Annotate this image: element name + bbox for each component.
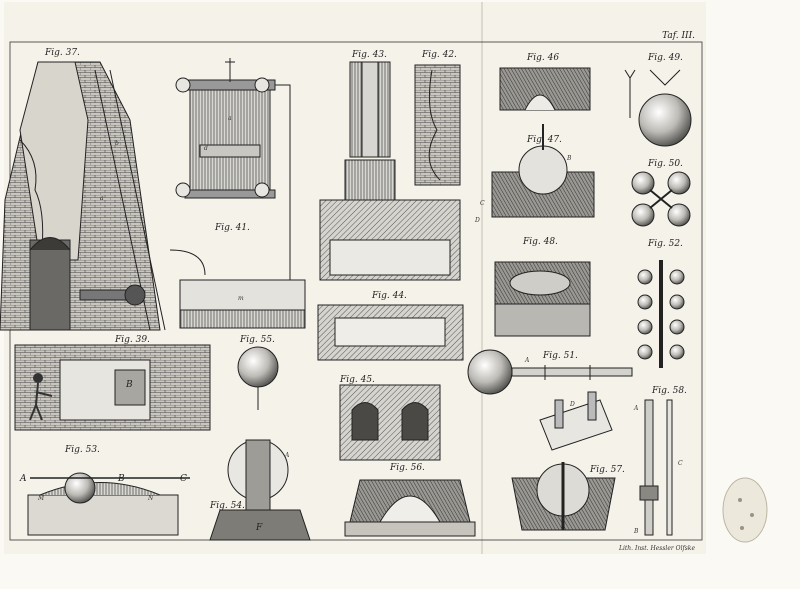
fig-43-label: Fig. 43. <box>351 50 387 60</box>
fig-42-vessel: Fig. 42. <box>414 50 461 186</box>
fig-56-mould: Fig. 56. <box>344 463 476 537</box>
plate-title: Taf. III. <box>662 31 695 41</box>
fig-45-label: Fig. 45. <box>339 375 375 385</box>
fig-55-label: Fig. 55. <box>239 335 275 345</box>
fig-41-apparatus: Fig. 41. m a d <box>169 58 306 329</box>
fig-41-letter-a: a <box>228 115 232 122</box>
fig-37-letter-b: b <box>115 140 119 147</box>
fig-53-letter-B: B <box>117 474 125 484</box>
fig-44-label: Fig. 44. <box>371 291 407 301</box>
fig-39-letter-B: B <box>125 380 133 390</box>
fig-41-letter-m: m <box>238 295 244 302</box>
fig-37-furnace: Fig. 37. b a <box>0 48 166 331</box>
fig-47-sphere-mould: Fig. 47. B C D <box>474 124 595 224</box>
library-stamp <box>722 477 768 543</box>
fig-47-label: Fig. 47. <box>526 135 562 145</box>
fig-49-label: Fig. 49. <box>647 53 683 63</box>
fig-53-letter-N: N <box>147 495 154 502</box>
fig-53-letter-C: C <box>180 474 187 484</box>
fig-46-label: Fig. 46 <box>526 53 559 63</box>
fig-52-label: Fig. 52. <box>647 239 683 249</box>
fig-58-letter-C: C <box>678 460 683 467</box>
fig-58-letter-A: A <box>633 405 639 412</box>
fig-49-funnel-ball: Fig. 49. <box>624 53 692 147</box>
fig-41-label: Fig. 41. <box>214 223 250 233</box>
fig-53-label: Fig. 53. <box>64 445 100 455</box>
fig-53-letter-A: A <box>19 474 27 484</box>
fig-45-double-oven: Fig. 45. <box>339 375 441 461</box>
fig-47-letter-D: D <box>474 217 480 224</box>
fig-48-label: Fig. 48. <box>522 237 558 247</box>
fig-41-letter-d: d <box>204 145 208 152</box>
plate-imprint: Lith. Inst. Hessler Olfske <box>618 545 695 552</box>
fig-53-letter-M: M <box>37 495 45 502</box>
fig-44-furnace-plan: Fig. 44. <box>317 291 464 361</box>
fig-43-chimney: Fig. 43. <box>319 50 461 281</box>
fig-50-label: Fig. 50. <box>647 159 683 169</box>
fig-51-letter-D: D <box>569 401 575 408</box>
fig-39-workshop: Fig. 39. B <box>14 335 211 431</box>
fig-37-label: Fig. 37. <box>44 48 80 58</box>
fig-42-label: Fig. 42. <box>421 50 457 60</box>
fig-51-letter-A: A <box>524 357 530 364</box>
fig-46-mould-box: Fig. 46 <box>499 53 591 111</box>
fig-58-letter-B: B <box>633 528 639 535</box>
fig-54-label: Fig. 54. <box>209 501 245 511</box>
fig-48-mould: Fig. 48. <box>494 237 591 337</box>
fig-37-letter-a: a <box>100 195 104 202</box>
fig-50-cluster: Fig. 50. <box>631 159 691 227</box>
fig-54-cast-apparatus: Fig. 54. A F <box>209 439 311 541</box>
fig-57-label: Fig. 57. <box>589 465 625 475</box>
fig-56-label: Fig. 56. <box>389 463 425 473</box>
fig-57-mould-section: Fig. 57. <box>511 462 625 531</box>
fig-39-label: Fig. 39. <box>114 335 150 345</box>
fig-53-ball-mould: Fig. 53. A B C M N <box>19 445 190 536</box>
fig-51-label: Fig. 51. <box>542 351 578 361</box>
fig-58-rods: Fig. 58. A C B <box>633 386 687 536</box>
fig-47-letter-C: C <box>480 200 485 207</box>
fig-54-letter-F: F <box>255 523 263 533</box>
fig-52-ball-chain: Fig. 52. <box>637 239 685 368</box>
fig-58-label: Fig. 58. <box>651 386 687 396</box>
fig-51-ball-rod: Fig. 51. A D <box>467 349 633 451</box>
fig-55-ball: Fig. 55. <box>237 335 279 410</box>
fig-54-letter-A: A <box>284 452 290 459</box>
fig-47-letter-B: B <box>566 155 572 162</box>
